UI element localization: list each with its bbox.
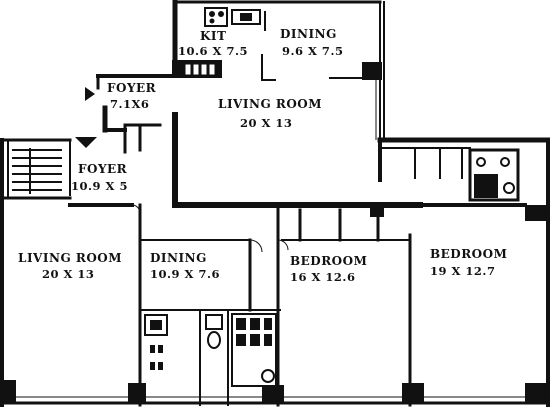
lower-living-dims: 20 X 13 bbox=[42, 267, 94, 281]
stove-icon bbox=[204, 7, 228, 27]
entry-arrow-icon bbox=[75, 137, 97, 148]
stair-icon bbox=[12, 148, 62, 194]
room-labels: KIT 10.6 X 7.5 DINING 9.6 X 7.5 FOYER 7.… bbox=[18, 27, 507, 284]
windows bbox=[16, 80, 525, 398]
sink-icon bbox=[144, 314, 168, 336]
toilet-icon bbox=[205, 314, 223, 349]
bedroom-2-name: BEDROOM bbox=[430, 247, 507, 261]
stove-icon bbox=[468, 148, 520, 202]
lower-foyer-name: FOYER bbox=[78, 162, 128, 176]
bathtub-icon bbox=[231, 313, 277, 387]
lower-living-name: LIVING ROOM bbox=[18, 251, 122, 265]
upper-foyer-name: FOYER bbox=[107, 81, 157, 95]
upper-dining-name: DINING bbox=[280, 27, 337, 41]
radiator-icon bbox=[184, 63, 216, 76]
upper-living-name: LIVING ROOM bbox=[218, 97, 322, 111]
sink-icon bbox=[231, 9, 261, 25]
upper-living-dims: 20 X 13 bbox=[240, 116, 292, 130]
bedroom-1-dims: 16 X 12.6 bbox=[290, 270, 355, 284]
lower-dining-dims: 10.9 X 7.6 bbox=[150, 267, 220, 281]
doors bbox=[131, 204, 289, 253]
bedroom-2-dims: 19 X 12.7 bbox=[430, 264, 495, 278]
lower-dining-name: DINING bbox=[150, 251, 207, 265]
bedroom-1-name: BEDROOM bbox=[290, 254, 367, 268]
upper-foyer-dims: 7.1X6 bbox=[110, 97, 149, 111]
entry-arrow-icon bbox=[85, 87, 95, 101]
radiator-icon bbox=[150, 345, 163, 370]
lower-foyer-dims: 10.9 X 5 bbox=[71, 179, 128, 193]
upper-dining-dims: 9.6 X 7.5 bbox=[282, 44, 343, 58]
kitchen-name: KIT bbox=[200, 29, 226, 43]
kitchen-dims: 10.6 X 7.5 bbox=[178, 44, 248, 58]
